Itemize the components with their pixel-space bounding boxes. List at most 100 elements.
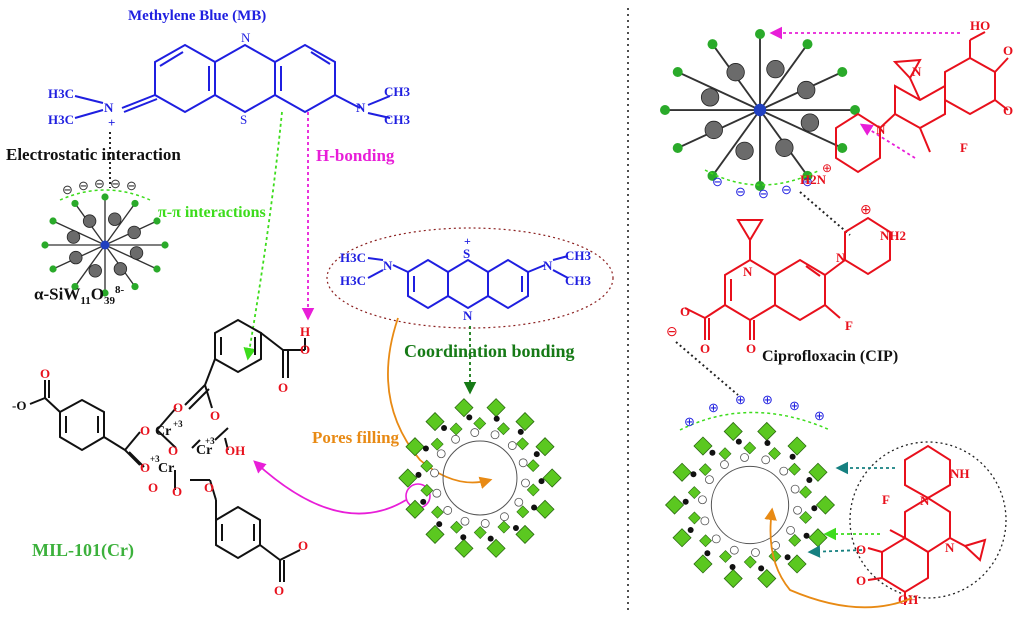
mof-left-polyhedron [515,412,535,432]
mof-left-polyhedron [473,417,487,430]
mof-right-charge-2: ⊕ [708,400,719,415]
mof-right-polyhedron [688,511,701,525]
mof-framework-right [664,421,836,589]
mof-left-linker-node [443,506,453,515]
mof-right-charges: ⊕ ⊕ ⊕ ⊕ ⊕ ⊕ [684,392,825,429]
mof-right-polyhedron [699,534,712,548]
mil-o-acid: O [278,380,288,395]
mof-right-linker-node [740,453,749,462]
mil-cr2-ox: +3 [205,436,215,446]
mil-o2: O [140,423,150,438]
mil-link-arrow [253,460,407,515]
mof-right-metal-center [704,550,711,557]
mof-right-charge-3: ⊕ [735,392,746,407]
pom-left-oxygen-atom [153,265,161,273]
mof-right-polyhedron [787,554,807,574]
mof-left-metal-center [422,445,429,452]
cip-bottom-o2: O [856,573,866,588]
mof-left-polyhedron [420,459,434,473]
mb-mid-ch3-1: CH3 [565,248,592,263]
mil-o4: O [173,400,183,415]
mof-framework-left [398,398,562,558]
mof-right-charge-1: ⊕ [684,414,695,429]
cip-top-o: O [1003,43,1013,58]
mil-o-minus-left: -O [12,398,26,413]
mof-left-metal-center [493,415,500,422]
pom-left-oxygen-atom [49,217,57,225]
mof-right-polyhedron [788,462,801,476]
mof-right-polyhedron [664,495,685,515]
mb-top-ch3-2: CH3 [384,112,411,127]
mof-left-linker-node [507,441,517,450]
mof-right-metal-center [758,565,765,572]
pom-left-oxygen-atom [153,217,161,225]
pom-left-charge-1: ⊖ [62,182,73,197]
mof-right-polyhedron [672,528,692,548]
mof-right-polyhedron [698,463,712,477]
mof-right-linker-node [705,475,714,485]
methylene-blue-molecule-middle [367,255,569,310]
mof-left-linker-node [451,434,460,444]
cip-bottom-f: F [882,492,890,507]
mof-left-linker-node [518,458,528,468]
cip-top-ho: HO [970,18,990,33]
cip-to-mof-link [675,341,739,396]
pom-left-oxygen-atom [101,193,109,201]
pom-right-charge-3: ⊖ [758,186,769,201]
mof-right-polyhedron [757,421,777,442]
pom-right-charge-arc [704,169,821,186]
mof-right-metal-center [729,563,736,570]
mof-right-charge-5: ⊕ [789,398,800,413]
cip-bottom-n1: N [920,493,930,508]
mil-cr1-ox: +3 [173,419,183,429]
mof-right-metal-center [764,440,771,447]
pi-pi-arrow [243,111,283,361]
pom-formula-sub2: 39 [103,295,115,308]
pom-left-tungsten-atom [82,214,97,228]
electrostatic-label: Electrostatic interaction [6,145,181,164]
pom-right-oxygen-atom [672,67,683,77]
mof-right-metal-center [687,527,694,534]
mof-right-polyhedron [799,485,812,499]
mof-left-metal-center [512,525,519,532]
mof-right-linker-node [779,466,789,476]
pom-left-tungsten-atom [127,225,141,240]
mof-right-charge-4: ⊕ [762,392,773,407]
mof-left-linker-node [460,516,470,526]
pom-left-bond [104,244,158,270]
mof-left-linker-node [490,430,500,440]
pom-right-oxygen-atom [755,181,765,191]
pom-left-tungsten-atom [113,262,128,276]
mb-mid-s: S [463,246,470,261]
mof-right-linker-node [751,548,760,557]
cip-top-f: F [960,140,968,155]
mof-right-metal-center [735,438,742,445]
mof-left-metal-center [460,534,467,541]
cip-top-h2n: H2N [800,172,827,187]
pom-right-bond [711,109,761,177]
mof-right-metal-center [690,471,697,478]
mof-right-metal-center [784,554,791,561]
mof-left-polyhedron [420,483,434,497]
mof-right-linker-node [720,460,729,469]
mof-left-linker-node [521,478,530,488]
mof-left-metal-center [441,424,448,431]
mof-right-polyhedron [743,555,757,569]
mof-left-polyhedron [526,483,540,497]
mof-right-polyhedron [723,568,743,589]
mof-right-polyhedron [787,436,807,456]
mof-left-polyhedron [425,412,445,432]
pom-left-charge-2: ⊖ [78,178,89,193]
mof-left-polyhedron [473,526,487,539]
mb-top-h3c-2: H3C [48,112,74,127]
pom-left-oxygen-atom [131,282,139,291]
pom-right-tungsten-atom [797,80,816,100]
cip-mid-nh2: NH2 [880,228,906,243]
pom-left-tungsten-atom [66,230,81,244]
mb-title: Methylene Blue (MB) [128,8,267,24]
mof-right-linker-node [761,455,771,465]
mb-mid-plus: + [464,234,471,248]
pom-right-oxygen-atom [755,29,765,39]
mof-left-polyhedron [430,437,444,451]
